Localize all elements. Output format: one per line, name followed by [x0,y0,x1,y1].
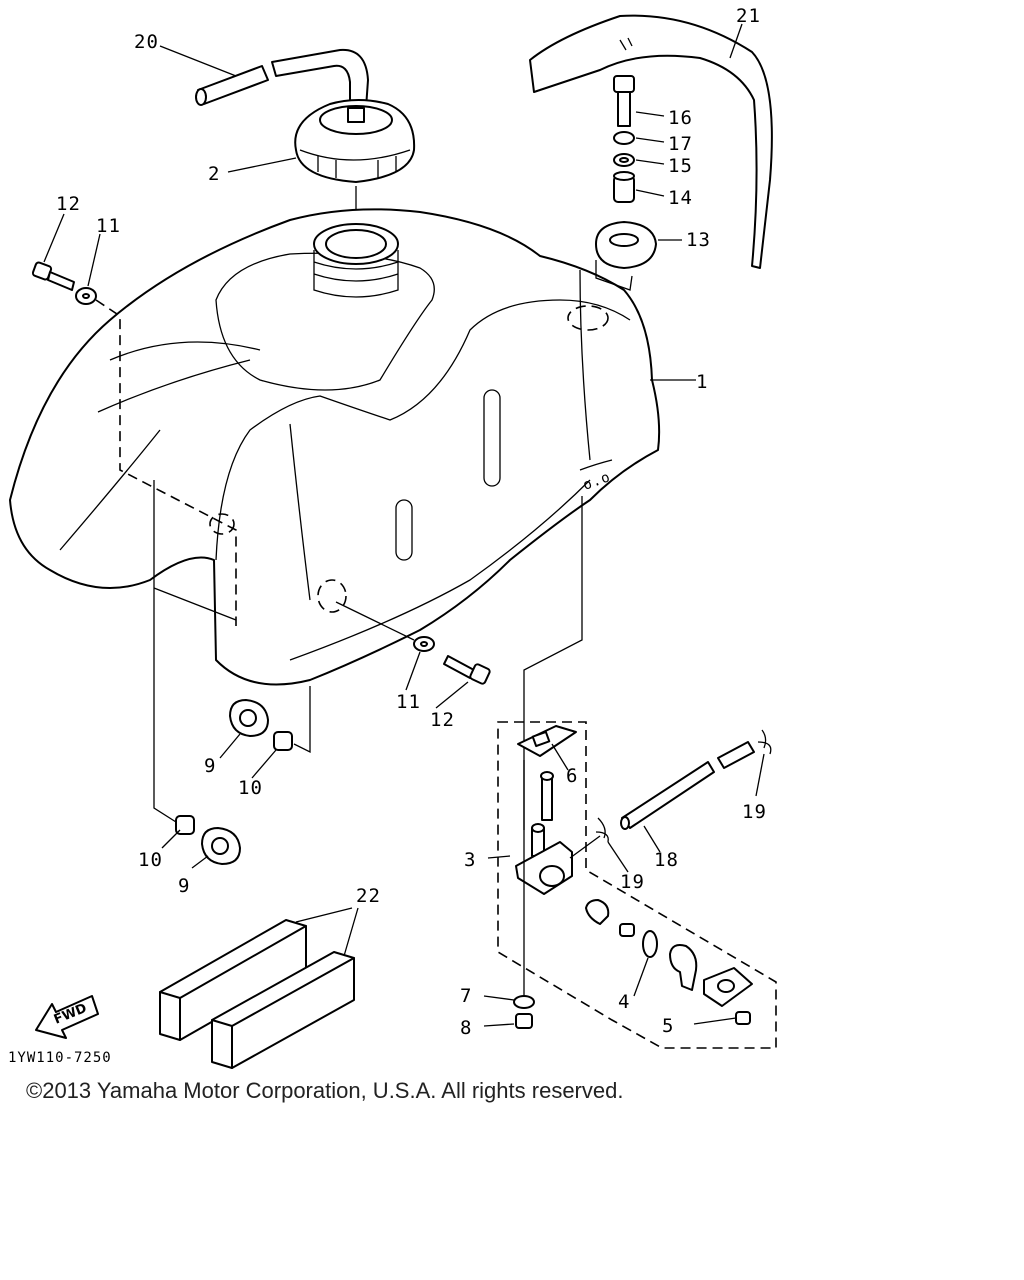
part-fuel-tank: o.o [9,208,661,686]
callout-2: 2 [208,163,220,185]
callout-17: 17 [668,133,693,155]
part-fuel-cap [294,99,416,183]
callout-11a: 11 [96,215,121,237]
fuel-tank-exploded-diagram: o.o [8,5,777,1069]
fwd-arrow-icon [35,995,99,1039]
assembly-leaders [95,260,633,830]
part-left-bolt [31,261,97,305]
callout-15: 15 [668,155,693,177]
part-fuel-cock [497,721,777,1049]
callout-labels: 1 2 3 4 5 6 7 8 9 9 10 10 11 11 12 12 13… [56,5,767,1039]
callout-4: 4 [618,991,630,1013]
callout-11b: 11 [396,691,421,713]
part-grommets [175,699,293,865]
callout-19b: 19 [620,871,645,893]
part-foam-blocks [159,907,359,1069]
callout-18: 18 [654,849,679,871]
part-right-bolt [335,601,491,685]
callout-21: 21 [736,5,761,27]
callout-7: 7 [460,985,472,1007]
callout-10b: 10 [138,849,163,871]
part-bolt-stack [595,75,657,269]
callout-leaders [43,23,765,1027]
callout-12a: 12 [56,193,81,215]
callout-6: 6 [566,765,578,787]
callout-9b: 9 [178,875,190,897]
callout-13: 13 [686,229,711,251]
part-filler-neck [313,223,399,298]
callout-8: 8 [460,1017,472,1039]
callout-5: 5 [662,1015,674,1037]
part-tank-band [529,14,773,269]
callout-10a: 10 [238,777,263,799]
callout-19a: 19 [742,801,767,823]
callout-16: 16 [668,107,693,129]
callout-20: 20 [134,31,159,53]
part-fuel-cock-lever [585,899,753,1025]
callout-1: 1 [696,371,708,393]
part-breather-hose [195,48,369,109]
drawing-code: 1YW110-7250 [8,1050,112,1066]
callout-14: 14 [668,187,693,209]
copyright-notice: ©2013 Yamaha Motor Corporation, U.S.A. A… [26,1078,624,1103]
callout-9a: 9 [204,755,216,777]
callout-22: 22 [356,885,381,907]
callout-3: 3 [464,849,476,871]
callout-12b: 12 [430,709,455,731]
part-fuel-hose [569,729,772,859]
